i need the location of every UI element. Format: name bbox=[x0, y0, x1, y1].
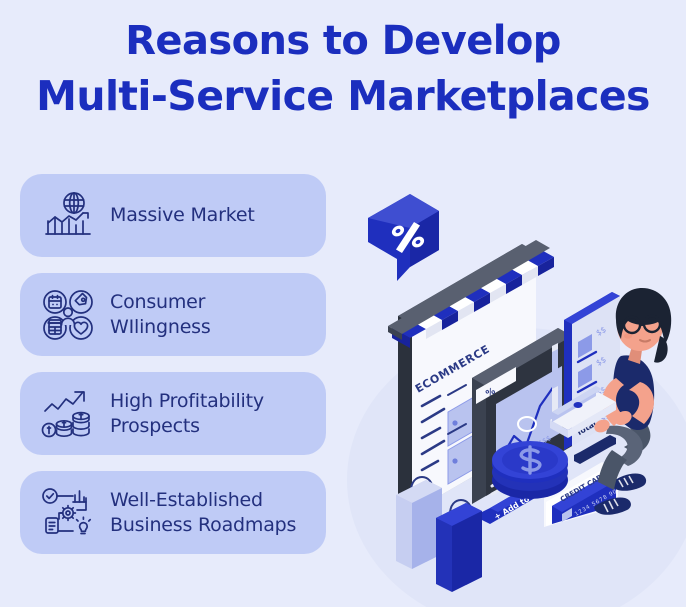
business-roadmap-flow-icon bbox=[40, 485, 96, 541]
reason-card-consumer-willingness[interactable]: Consumer WIlingness bbox=[20, 273, 326, 356]
reason-card-label: Massive Market bbox=[110, 204, 255, 226]
storefront-awning bbox=[388, 240, 554, 348]
reasons-list: Massive Market bbox=[20, 174, 326, 570]
svg-text:$$: $$ bbox=[595, 325, 608, 338]
page-title: Reasons to Develop Multi-Service Marketp… bbox=[0, 14, 686, 124]
percent-glyph bbox=[391, 222, 425, 253]
coin-dollar-symbol bbox=[519, 445, 542, 475]
reason-card-high-profitability[interactable]: High Profitability Prospects bbox=[20, 372, 326, 455]
woman-with-laptop bbox=[550, 288, 672, 515]
storefront-sidebar-lines bbox=[420, 394, 446, 472]
credit-card-chip bbox=[562, 508, 572, 522]
reason-card-label: High Profitability Prospects bbox=[110, 389, 264, 437]
checkout-button bbox=[574, 435, 616, 464]
svg-text:$$: $$ bbox=[595, 355, 608, 368]
percent-speech-bubble-icon bbox=[368, 194, 439, 281]
page-title-line-1: Reasons to Develop bbox=[125, 18, 561, 64]
shopping-bag-light bbox=[396, 475, 442, 569]
glasses-icon bbox=[617, 314, 662, 335]
laptop bbox=[550, 386, 616, 438]
globe-bar-chart-growth-icon bbox=[40, 188, 96, 244]
reason-card-label: Well-Established Business Roadmaps bbox=[110, 488, 297, 536]
page-title-line-2: Multi-Service Marketplaces bbox=[36, 72, 650, 120]
reason-card-massive-market[interactable]: Massive Market bbox=[20, 174, 326, 257]
consumer-services-grid-icon bbox=[40, 287, 96, 343]
ecommerce-illustration: ECOMMERCE bbox=[340, 150, 686, 607]
reason-card-business-roadmaps[interactable]: Well-Established Business Roadmaps bbox=[20, 471, 326, 554]
reason-card-label: Consumer WIlingness bbox=[110, 290, 211, 338]
shopping-bag-dark bbox=[436, 498, 482, 592]
scrollbar[interactable] bbox=[552, 343, 558, 421]
chart-percent-badge: % bbox=[476, 367, 516, 404]
svg-text:%: % bbox=[485, 386, 498, 399]
coin-stack bbox=[492, 441, 568, 499]
coins-growth-arrow-icon bbox=[40, 386, 96, 442]
